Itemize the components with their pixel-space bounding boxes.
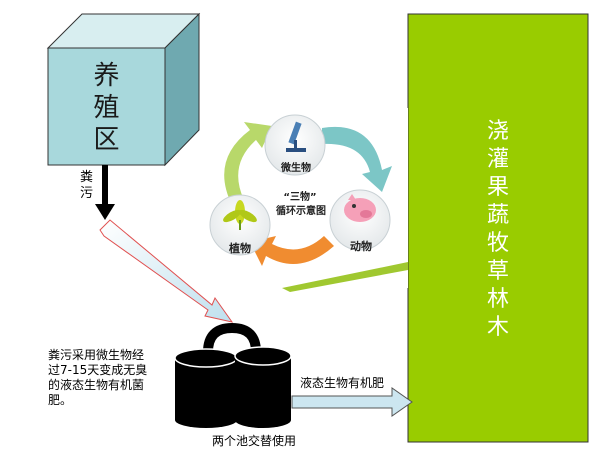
microscope-icon [286, 121, 306, 152]
manure-label: 粪 污 [80, 170, 93, 202]
manure-down-arrow [95, 165, 115, 220]
liquid-fertilizer-label: 液态生物有机肥 [300, 376, 385, 390]
field-label: 浇 灌 果 蔬 牧 草 林 木 [408, 118, 588, 342]
farm-char: 养 [93, 61, 120, 91]
cycle-node-microbe-label: 微生物 [281, 163, 311, 174]
field-char: 草 [486, 259, 509, 284]
tanks-label: 两个池交替使用 [212, 434, 297, 448]
field-char: 牧 [486, 231, 509, 256]
manure-char: 粪 [80, 170, 94, 185]
cycle-node-animal-label: 动物 [350, 240, 372, 253]
field-char: 木 [486, 315, 509, 340]
process-note-line: 肥。 [48, 393, 73, 407]
field-char: 浇 [486, 119, 509, 144]
farm-label: 养 殖 区 [48, 60, 165, 156]
manure-char: 污 [80, 186, 94, 201]
field-char: 灌 [486, 147, 509, 172]
tanks [174, 322, 292, 428]
farm-box [46, 12, 201, 167]
pig-icon [344, 194, 376, 222]
process-note-line: 过7-15天变成无臭 [48, 363, 148, 377]
pipe-arrow [99, 219, 234, 323]
cycle-node-plant-label: 植物 [229, 242, 251, 255]
plant-icon [223, 200, 257, 230]
process-note-line: 的液态生物有机菌 [48, 378, 145, 392]
process-note-line: 粪污采用微生物经 [48, 348, 145, 362]
field-char: 林 [486, 287, 509, 312]
farm-char: 殖 [93, 93, 120, 123]
process-note: 粪污采用微生物经 过7-15天变成无臭 的液态生物有机菌 肥。 [48, 348, 178, 408]
field-char: 果 [486, 175, 509, 200]
field-char: 蔬 [486, 203, 509, 228]
liquid-arrow [291, 387, 413, 417]
cycle-center-subtitle: 循环示意图 [276, 206, 326, 217]
farm-char: 区 [93, 125, 120, 155]
cycle-center-title: “三物” [283, 192, 317, 203]
field-box [407, 13, 589, 443]
